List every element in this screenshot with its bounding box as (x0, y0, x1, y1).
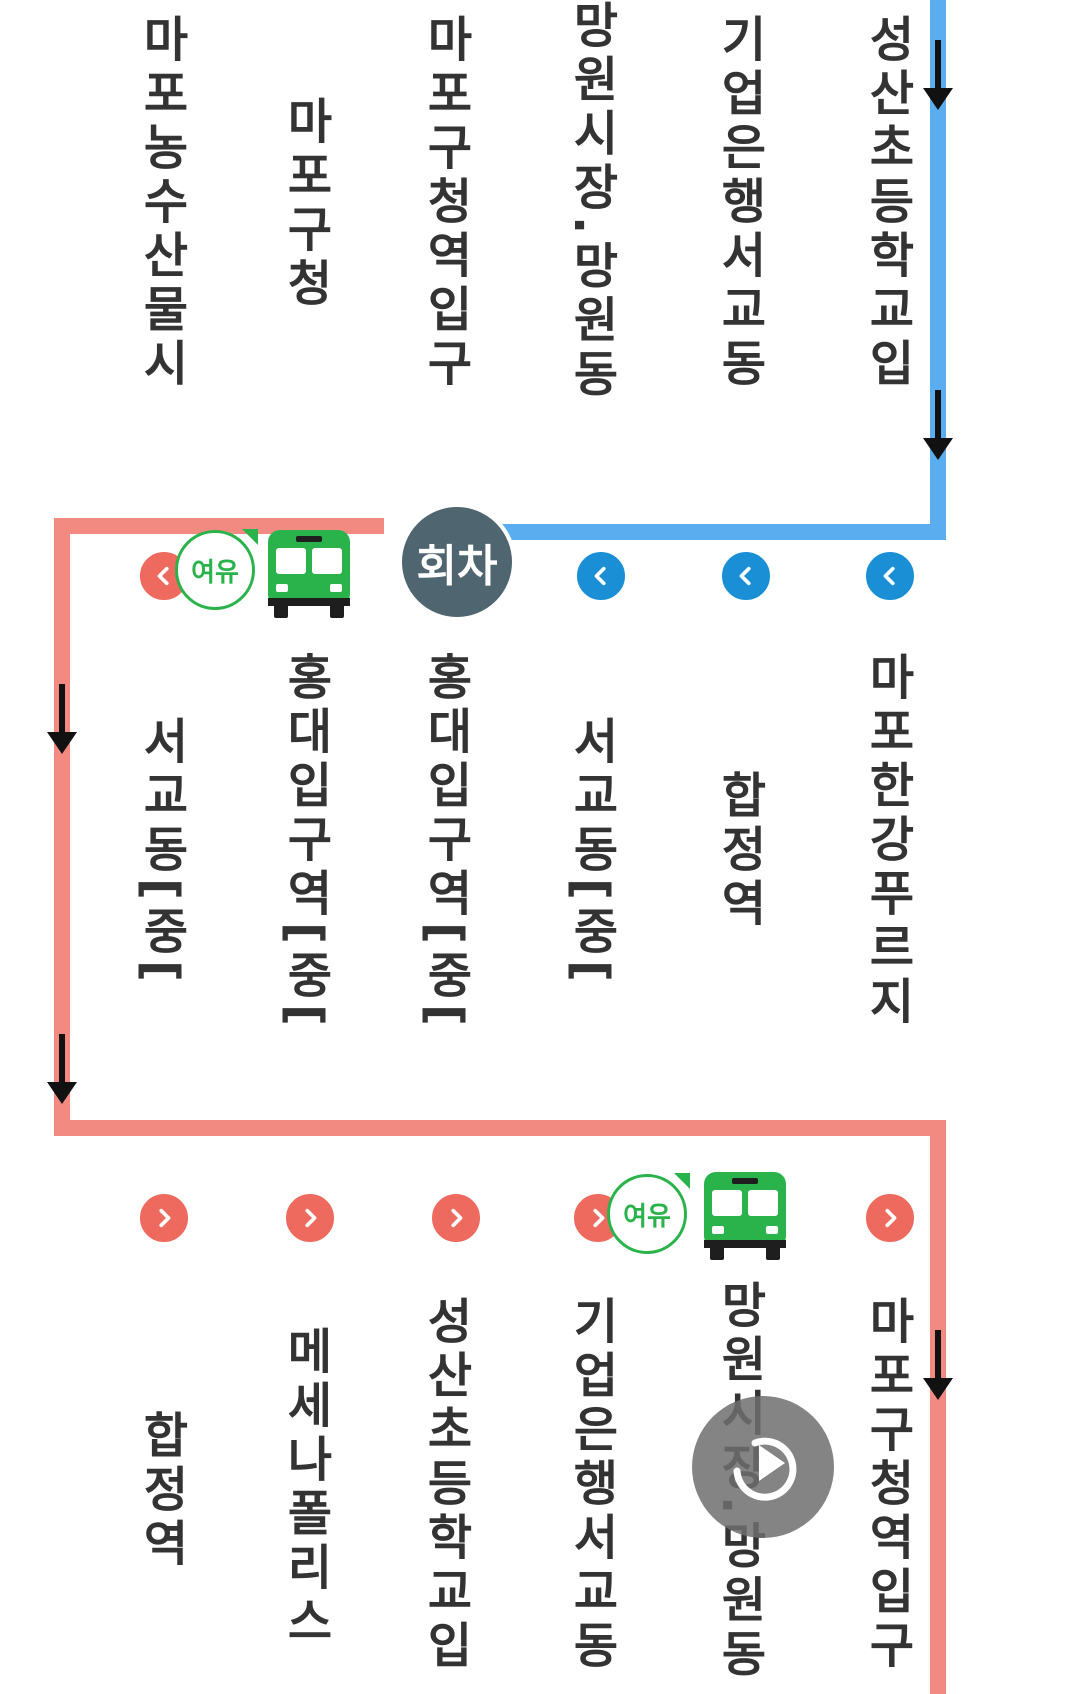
down-arrow-icon (47, 1034, 77, 1104)
chevron-right-icon (305, 1208, 317, 1228)
chevron-right-icon (593, 1208, 605, 1228)
route-line-blue-horizontal (480, 524, 946, 540)
stop-label[interactable]: 성산초등학교입 (417, 1296, 473, 1674)
stop-label[interactable]: 마포한강푸르지 (859, 652, 915, 1030)
chevron-right-icon (885, 1208, 897, 1228)
bus-stop-marker[interactable] (136, 1190, 192, 1246)
bus-stop-marker[interactable] (573, 548, 629, 604)
stop-label[interactable]: 기업은행서교동 (563, 1296, 619, 1674)
chevron-left-icon (157, 566, 169, 586)
route-line-red-horizontal-bottom (54, 1120, 946, 1136)
stop-label[interactable]: 홍대입구역[중[ (417, 652, 473, 1032)
badge-label: 여유 (191, 557, 239, 588)
down-arrow-icon (923, 390, 953, 460)
chevron-left-icon (883, 566, 895, 586)
turn-point-label: 회차 (416, 541, 498, 592)
down-arrow-icon (923, 1330, 953, 1400)
stop-label[interactable]: 서교동[중[ (133, 716, 189, 988)
stop-label[interactable]: 합정역 (711, 770, 767, 932)
stop-label[interactable]: 메세나폴리스 (277, 1326, 333, 1650)
stop-label[interactable]: 홍대입구역[중[ (277, 652, 333, 1032)
route-line-red-vertical-right (930, 1120, 946, 1694)
chevron-right-icon (159, 1208, 171, 1228)
chevron-right-icon (451, 1208, 463, 1228)
bus-stop-marker[interactable] (428, 1190, 484, 1246)
bus-icon[interactable] (702, 1170, 788, 1264)
seat-availability-badge: 여유 (175, 529, 258, 610)
route-line-red-vertical-left (54, 518, 70, 1136)
down-arrow-icon (47, 684, 77, 754)
badge-label: 여유 (623, 1201, 671, 1232)
replay-icon (733, 1437, 797, 1501)
stop-label[interactable]: 망원시장.망원동 (563, 0, 619, 403)
stop-label[interactable]: 마포농수산물시 (133, 14, 189, 392)
turn-point-marker[interactable]: 회차 (398, 503, 516, 621)
seat-availability-badge: 여유 (607, 1173, 690, 1254)
chevron-left-icon (594, 566, 606, 586)
bus-stop-marker[interactable] (862, 548, 918, 604)
bus-icon[interactable] (266, 528, 352, 622)
stop-label[interactable]: 마포구청역입구 (417, 14, 473, 392)
chevron-left-icon (739, 566, 751, 586)
route-line-blue-vertical (930, 0, 946, 540)
down-arrow-icon (923, 40, 953, 110)
bus-stop-marker[interactable] (862, 1190, 918, 1246)
stop-label[interactable]: 성산초등학교입 (859, 14, 915, 392)
stop-label[interactable]: 기업은행서교동 (711, 14, 767, 392)
stop-label[interactable]: 서교동[중[ (563, 716, 619, 988)
bus-stop-marker[interactable] (282, 1190, 338, 1246)
stop-label[interactable]: 마포구청역입구 (859, 1296, 915, 1674)
stop-label[interactable]: 마포구청 (277, 96, 333, 312)
stop-label[interactable]: 합정역 (133, 1410, 189, 1572)
bus-stop-marker[interactable] (718, 548, 774, 604)
replay-button[interactable] (692, 1396, 834, 1538)
